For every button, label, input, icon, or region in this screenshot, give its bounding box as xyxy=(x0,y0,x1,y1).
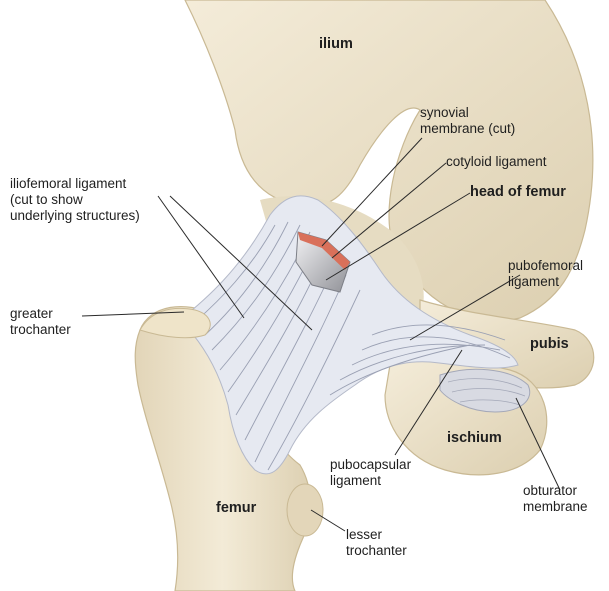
label-femur: femur xyxy=(216,500,256,516)
lesser-trochanter-bump xyxy=(287,484,323,536)
label-obturator-membrane: obturator membrane xyxy=(523,483,588,515)
label-head-of-femur: head of femur xyxy=(470,184,566,200)
label-pubofemoral-ligament: pubofemoral ligament xyxy=(508,258,583,290)
label-ischium: ischium xyxy=(447,430,502,446)
leader-iliofemoral-1 xyxy=(158,196,244,318)
label-iliofemoral-ligament: iliofemoral ligament (cut to show underl… xyxy=(10,176,140,224)
label-pubis: pubis xyxy=(530,336,569,352)
label-pubocapsular-ligament: pubocapsular ligament xyxy=(330,457,411,489)
label-lesser-trochanter: lesser trochanter xyxy=(346,527,407,559)
label-synovial-membrane: synovial membrane (cut) xyxy=(420,105,515,137)
label-ilium: ilium xyxy=(319,36,353,52)
label-cotyloid-ligament: cotyloid ligament xyxy=(446,154,547,170)
label-greater-trochanter: greater trochanter xyxy=(10,306,71,338)
